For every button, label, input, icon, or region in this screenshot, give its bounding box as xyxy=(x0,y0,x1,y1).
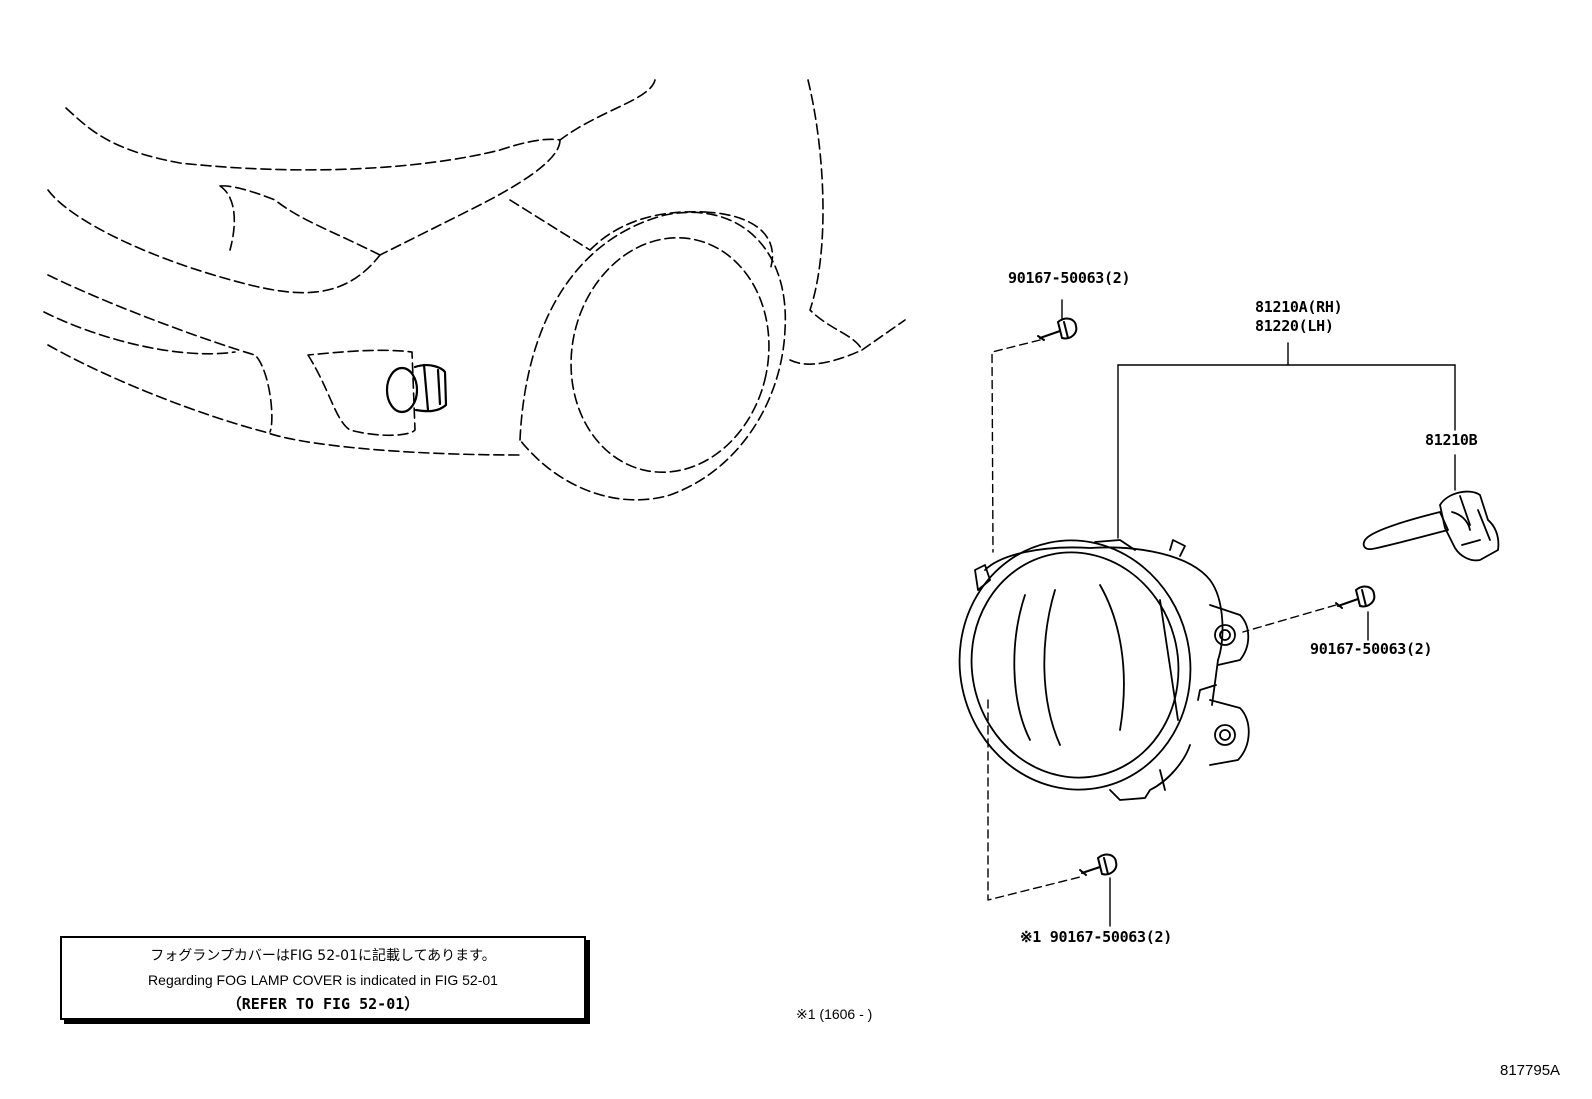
note-japanese: フォグランプカバーはFIG 52-01に記載してあります。 xyxy=(150,948,496,964)
callout-lamp-rh: 81210A(RH) xyxy=(1255,298,1343,316)
install-guide-lines xyxy=(987,339,1337,901)
footnote: ※1 (1606 - ) xyxy=(796,1006,873,1022)
reference-note: フォグランプカバーはFIG 52-01に記載してあります。 Regarding … xyxy=(60,936,586,1020)
fog-lamp-assembly-icon xyxy=(958,539,1250,801)
screw-bottom-icon xyxy=(1079,853,1118,876)
screw-top-icon xyxy=(1037,317,1078,341)
callout-screw-right: 90167-50063(2) xyxy=(1310,640,1433,658)
note-english: Regarding FOG LAMP COVER is indicated in… xyxy=(148,972,498,988)
bumper-fog-lamp-icon xyxy=(385,363,448,414)
leader-lines xyxy=(1061,299,1456,927)
callout-screw-top: 90167-50063(2) xyxy=(1008,269,1131,287)
bulb-icon xyxy=(1362,490,1500,562)
callout-lamp-lh: 81220(LH) xyxy=(1255,317,1334,335)
callout-screw-bottom: ※1 90167-50063(2) xyxy=(1020,928,1172,946)
figure-id: 817795A xyxy=(1500,1062,1561,1079)
note-reference: （REFER TO FIG 52-01） xyxy=(226,995,420,1013)
screw-right-icon xyxy=(1335,585,1376,609)
callout-bulb: 81210B xyxy=(1425,431,1478,449)
vehicle-front-bumper xyxy=(43,79,906,501)
